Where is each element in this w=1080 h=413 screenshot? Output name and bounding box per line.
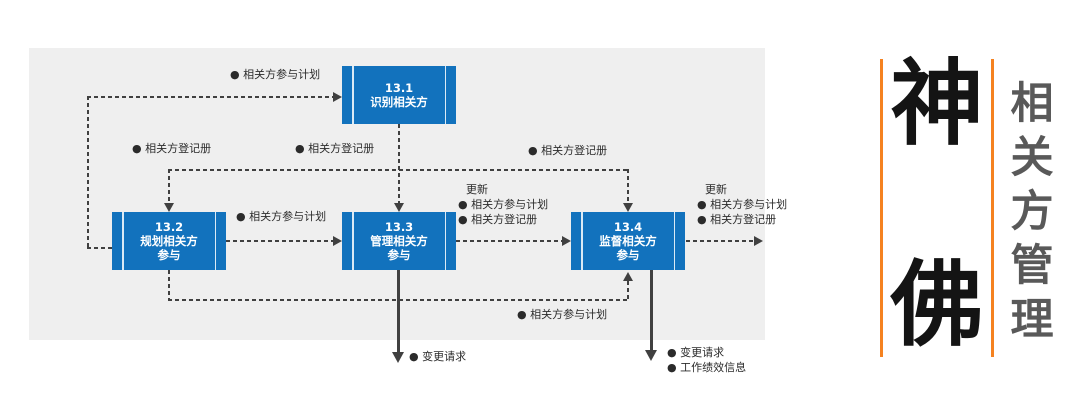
- arrowhead-into-13-3-top: [394, 203, 404, 212]
- flow-line-register-drop-13-2: [168, 169, 170, 204]
- process-box-13-3: 13.3 管理相关方 参与: [342, 212, 456, 270]
- box-title-line1: 监督相关方: [599, 234, 657, 248]
- box-title-line1: 规划相关方: [140, 234, 198, 248]
- label-register-2: ● 相关方登记册: [295, 142, 375, 155]
- flow-line-plan-to-13-1: [87, 96, 333, 98]
- flow-line-13-4-out-right: [686, 240, 754, 242]
- box-title-line2: 参与: [616, 248, 640, 262]
- arrowhead-into-13-4-bottom: [623, 272, 633, 281]
- label-update-plan: ● 相关方参与计划: [458, 198, 549, 211]
- process-box-13-2: 13.2 规划相关方 参与: [112, 212, 226, 270]
- label-change-request-13-4: ● 变更请求: [667, 346, 725, 359]
- flow-line-13-2-to-13-3: [226, 240, 333, 242]
- arrowhead-out-right: [754, 236, 763, 246]
- arrowhead-into-13-3-left: [333, 236, 342, 246]
- label-outputs-13-4: ● 变更请求 ● 工作绩效信息: [667, 345, 746, 375]
- flow-line-loop-up-13-4: [627, 281, 629, 300]
- label-plan-bottom: ● 相关方参与计划: [517, 308, 608, 321]
- box-title-line1: 管理相关方: [370, 234, 428, 248]
- label-update-plan: ● 相关方参与计划: [697, 198, 788, 211]
- label-work-performance: ● 工作绩效信息: [667, 361, 747, 374]
- box-title-line2: 参与: [157, 248, 181, 262]
- label-plan-mid: ● 相关方参与计划: [236, 210, 327, 223]
- arrowhead-into-13-2-top: [164, 203, 174, 212]
- label-plan-top: ● 相关方参与计划: [230, 68, 321, 81]
- process-box-13-1: 13.1 识别相关方: [342, 66, 456, 124]
- box-number: 13.3: [384, 220, 414, 234]
- label-update-register: ● 相关方登记册: [697, 213, 777, 226]
- output-line-13-4: [650, 270, 653, 351]
- brand-char-top: 神: [890, 50, 984, 158]
- label-update-title: 更新: [466, 183, 488, 196]
- flow-line-13-3-to-13-4: [456, 240, 562, 242]
- box-title-line2: 参与: [387, 248, 411, 262]
- label-update-title: 更新: [705, 183, 727, 196]
- box-number: 13.1: [384, 81, 414, 95]
- flow-line-plan-up: [87, 96, 89, 249]
- label-register-1: ● 相关方登记册: [132, 142, 212, 155]
- arrowhead-into-13-4-top: [623, 203, 633, 212]
- flow-line-loop-down-13-2: [168, 270, 170, 301]
- flow-line-register-horizontal: [168, 169, 629, 171]
- brand-char-bottom: 佛: [890, 251, 984, 359]
- vertical-title: 相关方管理: [1010, 79, 1054, 345]
- accent-line-right: [991, 59, 994, 357]
- box-title-line1: 识别相关方: [370, 95, 428, 109]
- label-updates-13-3: 更新 ● 相关方参与计划 ● 相关方登记册: [458, 182, 548, 227]
- arrowhead-output-13-4: [645, 350, 657, 361]
- process-box-13-4: 13.4 监督相关方 参与: [571, 212, 685, 270]
- arrowhead-into-13-1: [333, 92, 342, 102]
- flow-line-register-drop-13-4: [627, 169, 629, 204]
- accent-line-left: [880, 59, 883, 357]
- box-number: 13.4: [613, 220, 643, 234]
- label-updates-13-4: 更新 ● 相关方参与计划 ● 相关方登记册: [697, 182, 787, 227]
- label-update-register: ● 相关方登记册: [458, 213, 538, 226]
- box-number: 13.2: [154, 220, 184, 234]
- flow-line-register-down-13-1: [398, 124, 400, 204]
- label-change-request-13-3: ● 变更请求: [409, 350, 467, 363]
- flow-line-plan-from-13-2: [87, 247, 113, 249]
- arrowhead-into-13-4-left: [562, 236, 571, 246]
- arrowhead-output-13-3: [392, 352, 404, 363]
- label-register-3: ● 相关方登记册: [528, 144, 608, 157]
- output-line-13-3: [397, 270, 400, 353]
